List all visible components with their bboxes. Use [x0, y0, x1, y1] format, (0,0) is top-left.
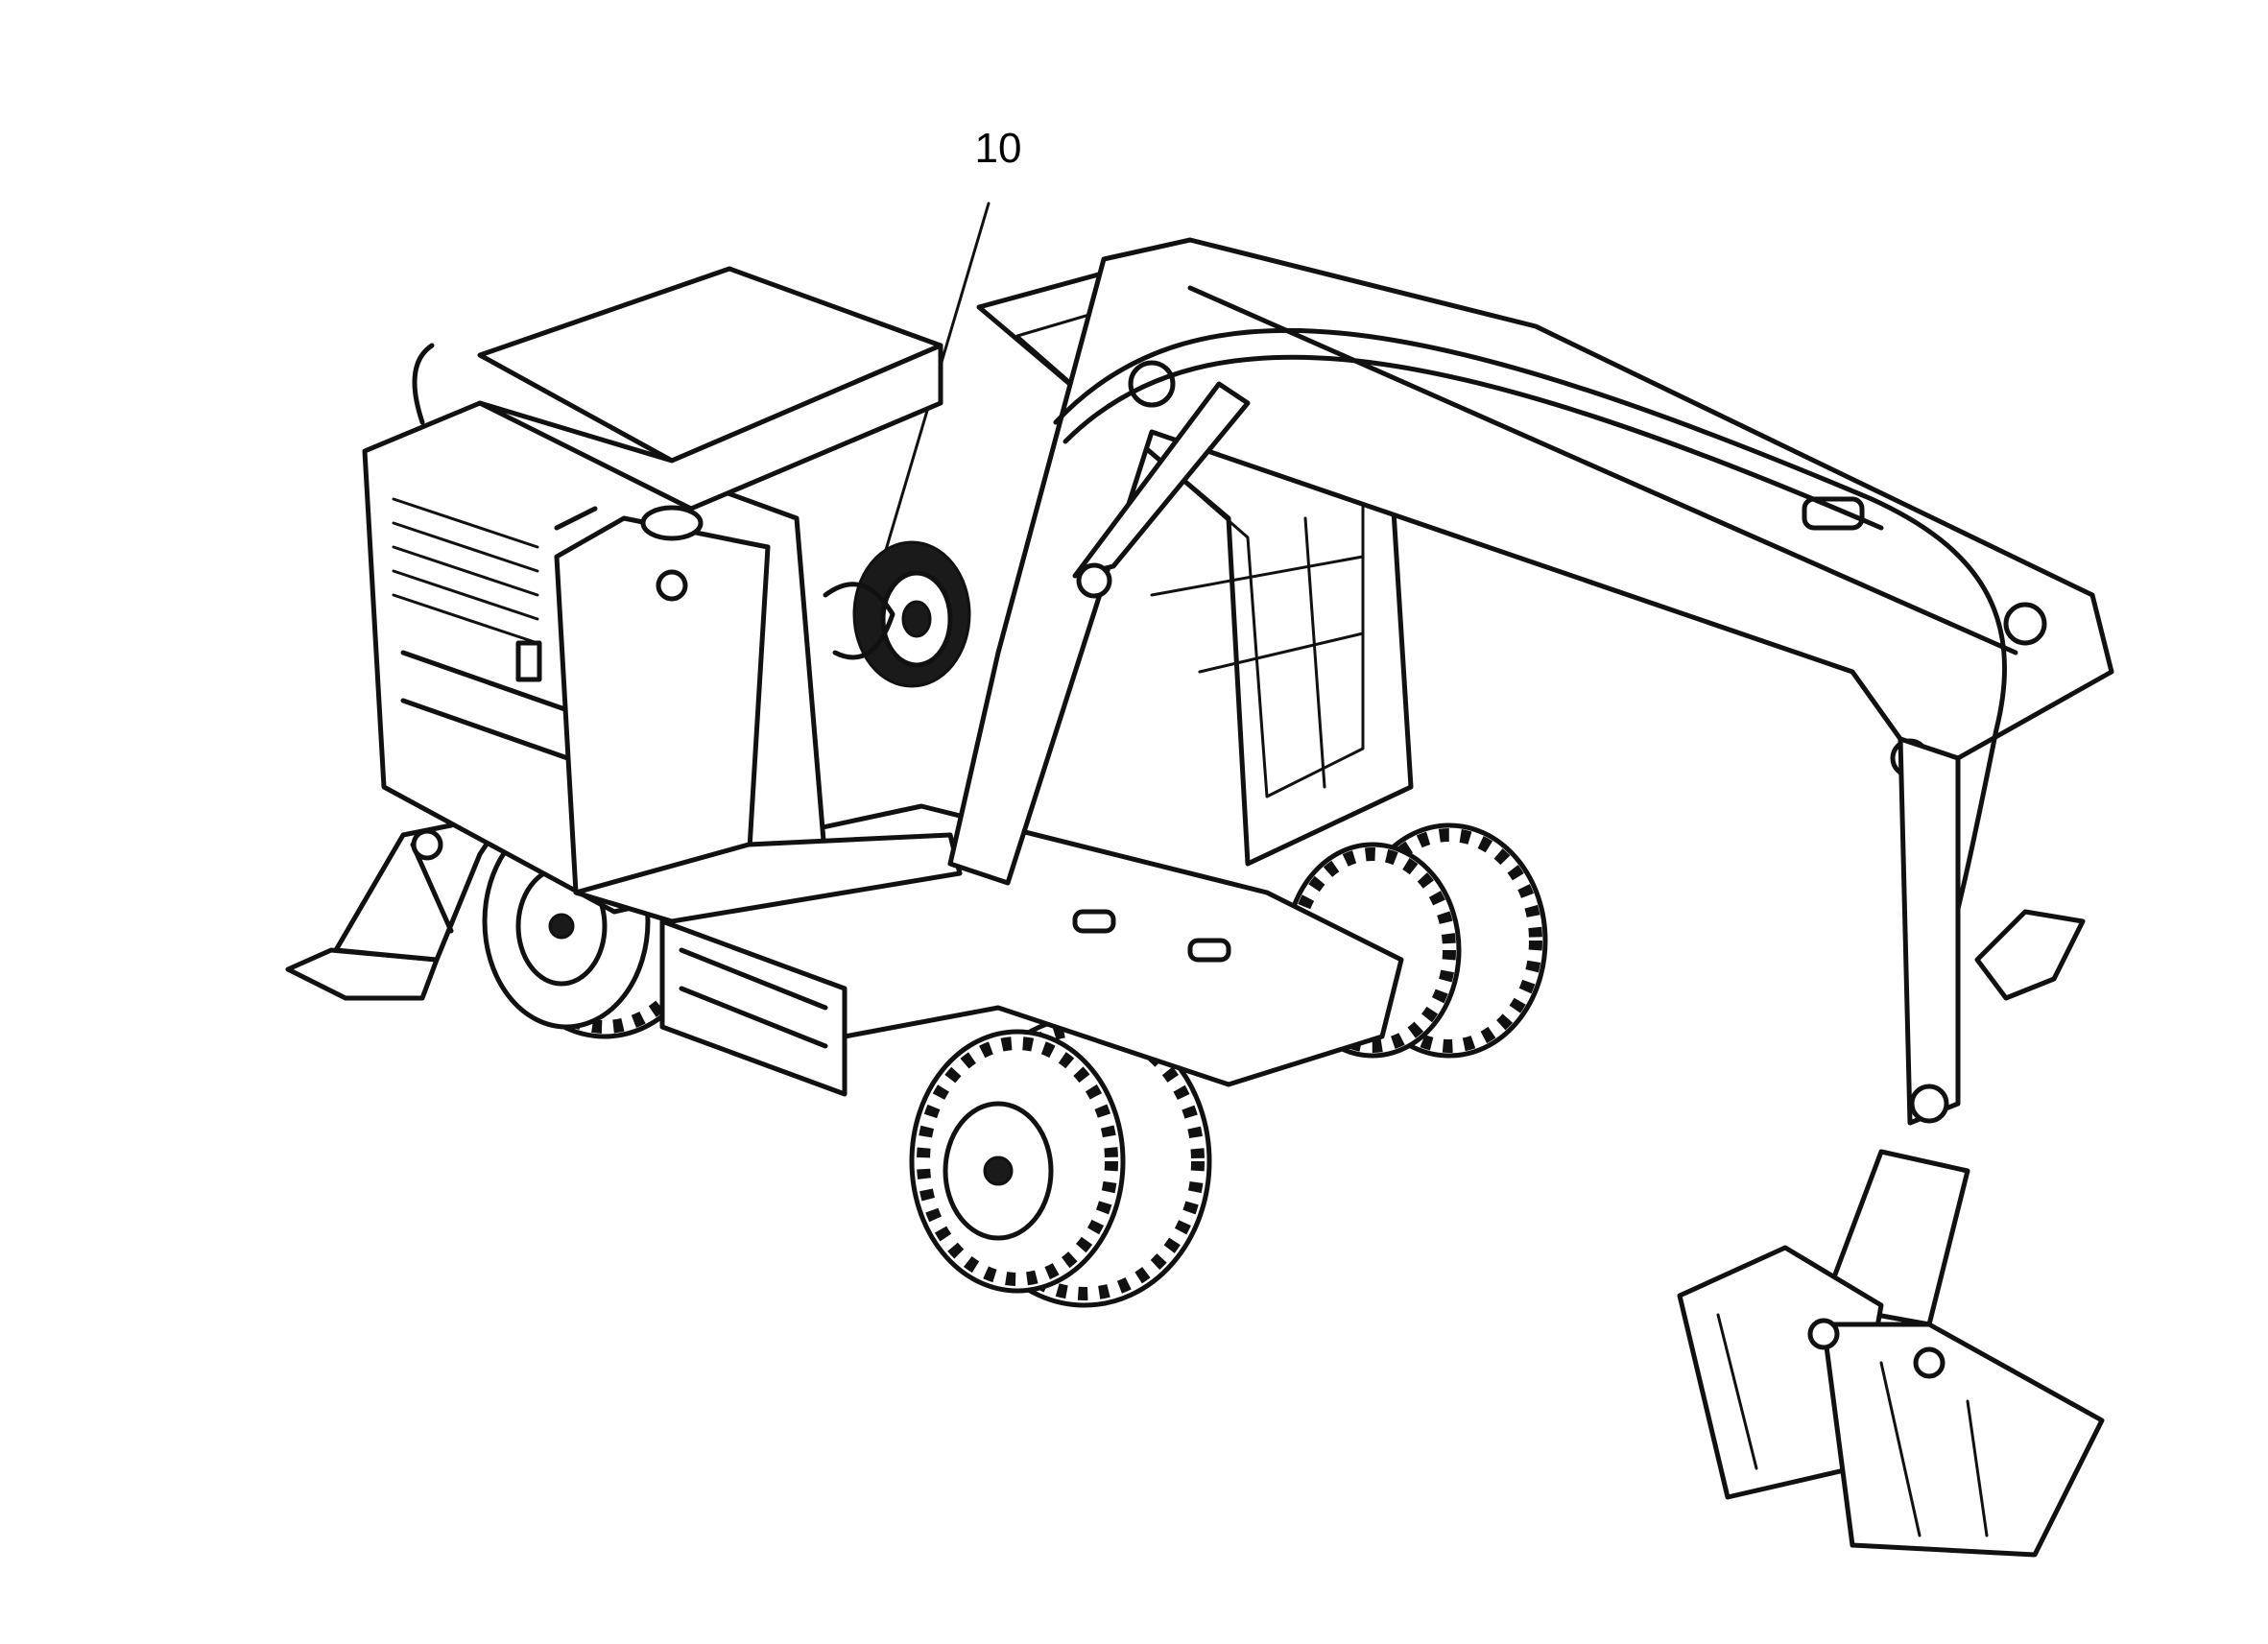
boom-cylinder — [1072, 381, 1251, 599]
engine-grille — [392, 497, 539, 645]
callout-label-10: 10 — [974, 125, 1022, 172]
clamshell-grab — [1677, 1149, 2105, 1558]
hydraulic-hoses — [1053, 327, 2007, 1059]
stick-arm — [1898, 736, 2086, 1126]
slewing-component — [823, 540, 971, 688]
hydraulic-tank — [554, 505, 963, 924]
